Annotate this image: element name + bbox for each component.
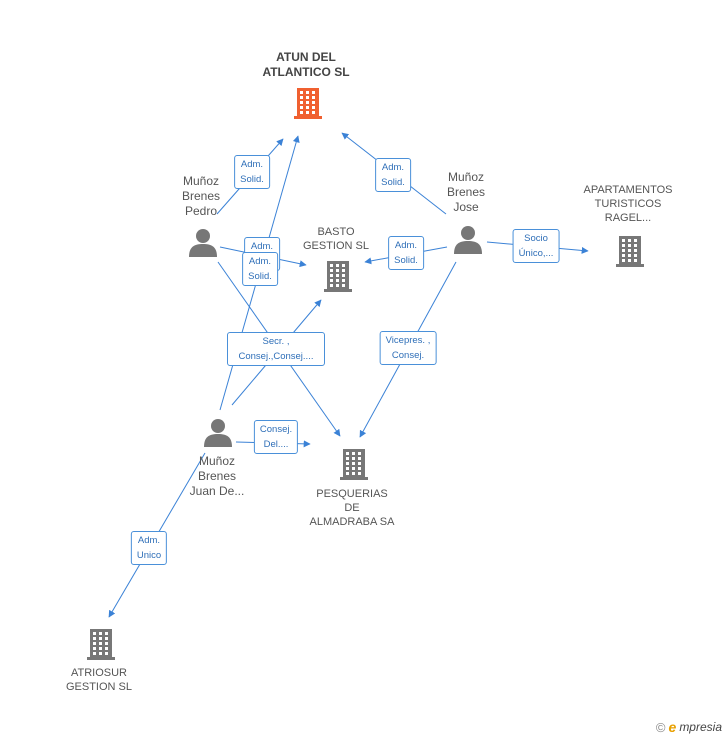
edge-label-juan-basto[interactable]: Secr. , Consej.,Consej.... xyxy=(227,332,325,366)
brand-logo-initial: e xyxy=(668,719,677,735)
juan-person-icon[interactable] xyxy=(203,418,233,453)
jose-label[interactable]: Muñoz Brenes Jose xyxy=(446,170,486,214)
edge-label-jose-apartamentos[interactable]: Socio Único,... xyxy=(512,229,560,263)
apartamentos-label[interactable]: APARTAMENTOS TURISTICOS RAGEL... xyxy=(583,184,673,224)
brand-name: mpresia xyxy=(679,720,722,734)
jose-person-icon[interactable] xyxy=(453,225,483,260)
basto-label[interactable]: BASTO GESTION SL xyxy=(302,226,370,252)
pedro-person-icon[interactable] xyxy=(188,228,218,263)
pesquerias-label[interactable]: PESQUERIAS DE ALMADRABA SA xyxy=(309,488,395,528)
edge-label-jose-atun[interactable]: Adm. Solid. xyxy=(375,158,411,192)
edge-label-pedro-atun[interactable]: Adm. Solid. xyxy=(234,155,270,189)
edge-label-juan-pesquerias[interactable]: Consej. Del.... xyxy=(253,420,299,454)
atriosur-label[interactable]: ATRIOSUR GESTION SL xyxy=(65,667,133,693)
copyright-symbol: © xyxy=(655,719,666,735)
apartamentos-building-icon[interactable] xyxy=(614,234,646,273)
juan-label[interactable]: Muñoz Brenes Juan De... xyxy=(189,454,245,498)
atun-building-icon[interactable] xyxy=(292,86,324,125)
pesquerias-building-icon[interactable] xyxy=(338,447,370,486)
basto-building-icon[interactable] xyxy=(322,259,354,298)
edge-label-juan-atriosur[interactable]: Adm. Unico xyxy=(130,531,168,565)
atriosur-building-icon[interactable] xyxy=(85,627,117,666)
edge-label-juan-atun[interactable]: Adm. Solid. xyxy=(242,252,278,286)
edge-label-jose-pesquerias[interactable]: Vicepres. , Consej. xyxy=(379,331,437,365)
edges xyxy=(108,132,589,618)
pedro-label[interactable]: Muñoz Brenes Pedro xyxy=(181,174,221,218)
atun-label[interactable]: ATUN DEL ATLANTICO SL xyxy=(262,50,350,79)
edge-label-jose-basto[interactable]: Adm. Solid. xyxy=(388,236,424,270)
